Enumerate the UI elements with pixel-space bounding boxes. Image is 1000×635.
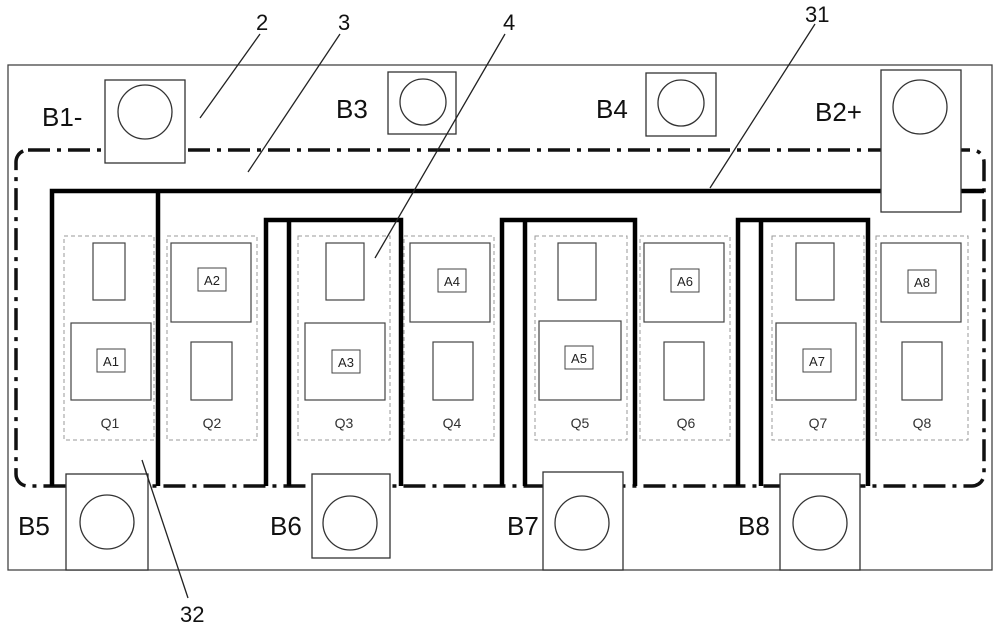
ref-31: 31 [805,2,829,27]
terminal-b2-hole [893,80,947,134]
pad-a2-label: A2 [204,273,220,288]
pad-a8-label: A8 [914,275,930,290]
cell-q6-label: Q6 [677,415,696,431]
ref-3: 3 [338,10,350,35]
component-q3-small [326,243,364,300]
terminal-b8-label: B8 [738,511,770,541]
components [71,243,961,400]
terminal-b6-hole [323,496,377,550]
terminal-b6-label: B6 [270,511,302,541]
cell-labels: Q1 Q2 Q3 Q4 Q5 Q6 Q7 Q8 [101,415,932,431]
cell-q8-label: Q8 [913,415,932,431]
component-q7-small [796,243,834,300]
pad-a3-label: A3 [338,355,354,370]
terminal-b3-hole [400,79,446,125]
terminal-b7-hole [555,496,609,550]
terminal-b4-label: B4 [596,94,628,124]
ref-32: 32 [180,602,204,627]
component-q2-small [191,342,232,400]
leader-32 [142,460,188,598]
cell-q1-label: Q1 [101,415,120,431]
terminal-b1-hole [118,85,172,139]
leader-31 [710,24,815,188]
terminal-b5-label: B5 [18,511,50,541]
component-q4-small [433,342,473,400]
cell-q5-label: Q5 [571,415,590,431]
ref-4: 4 [503,10,515,35]
terminal-b5-hole [80,495,134,549]
pad-a6-label: A6 [677,274,693,289]
pad-a4-label: A4 [444,274,460,289]
cell-q4-label: Q4 [443,415,462,431]
terminal-b4-hole [658,80,704,126]
terminal-b3-label: B3 [336,94,368,124]
pad-a7-label: A7 [809,354,825,369]
terminal-b7-label: B7 [507,511,539,541]
ref-2: 2 [256,10,268,35]
cell-q2-label: Q2 [203,415,222,431]
leader-4 [375,34,505,258]
pad-a5-label: A5 [571,351,587,366]
component-q6-small [664,342,704,400]
cell-q3-label: Q3 [335,415,354,431]
terminal-b1-label: B1- [42,102,82,132]
component-q8-small [902,342,942,400]
leader-2 [200,34,260,118]
component-q1-small [93,243,125,300]
component-q5-small [558,243,596,300]
terminal-b8-hole [793,496,847,550]
cell-q7-label: Q7 [809,415,828,431]
pad-a1-label: A1 [103,354,119,369]
terminal-b2-label: B2+ [815,97,862,127]
